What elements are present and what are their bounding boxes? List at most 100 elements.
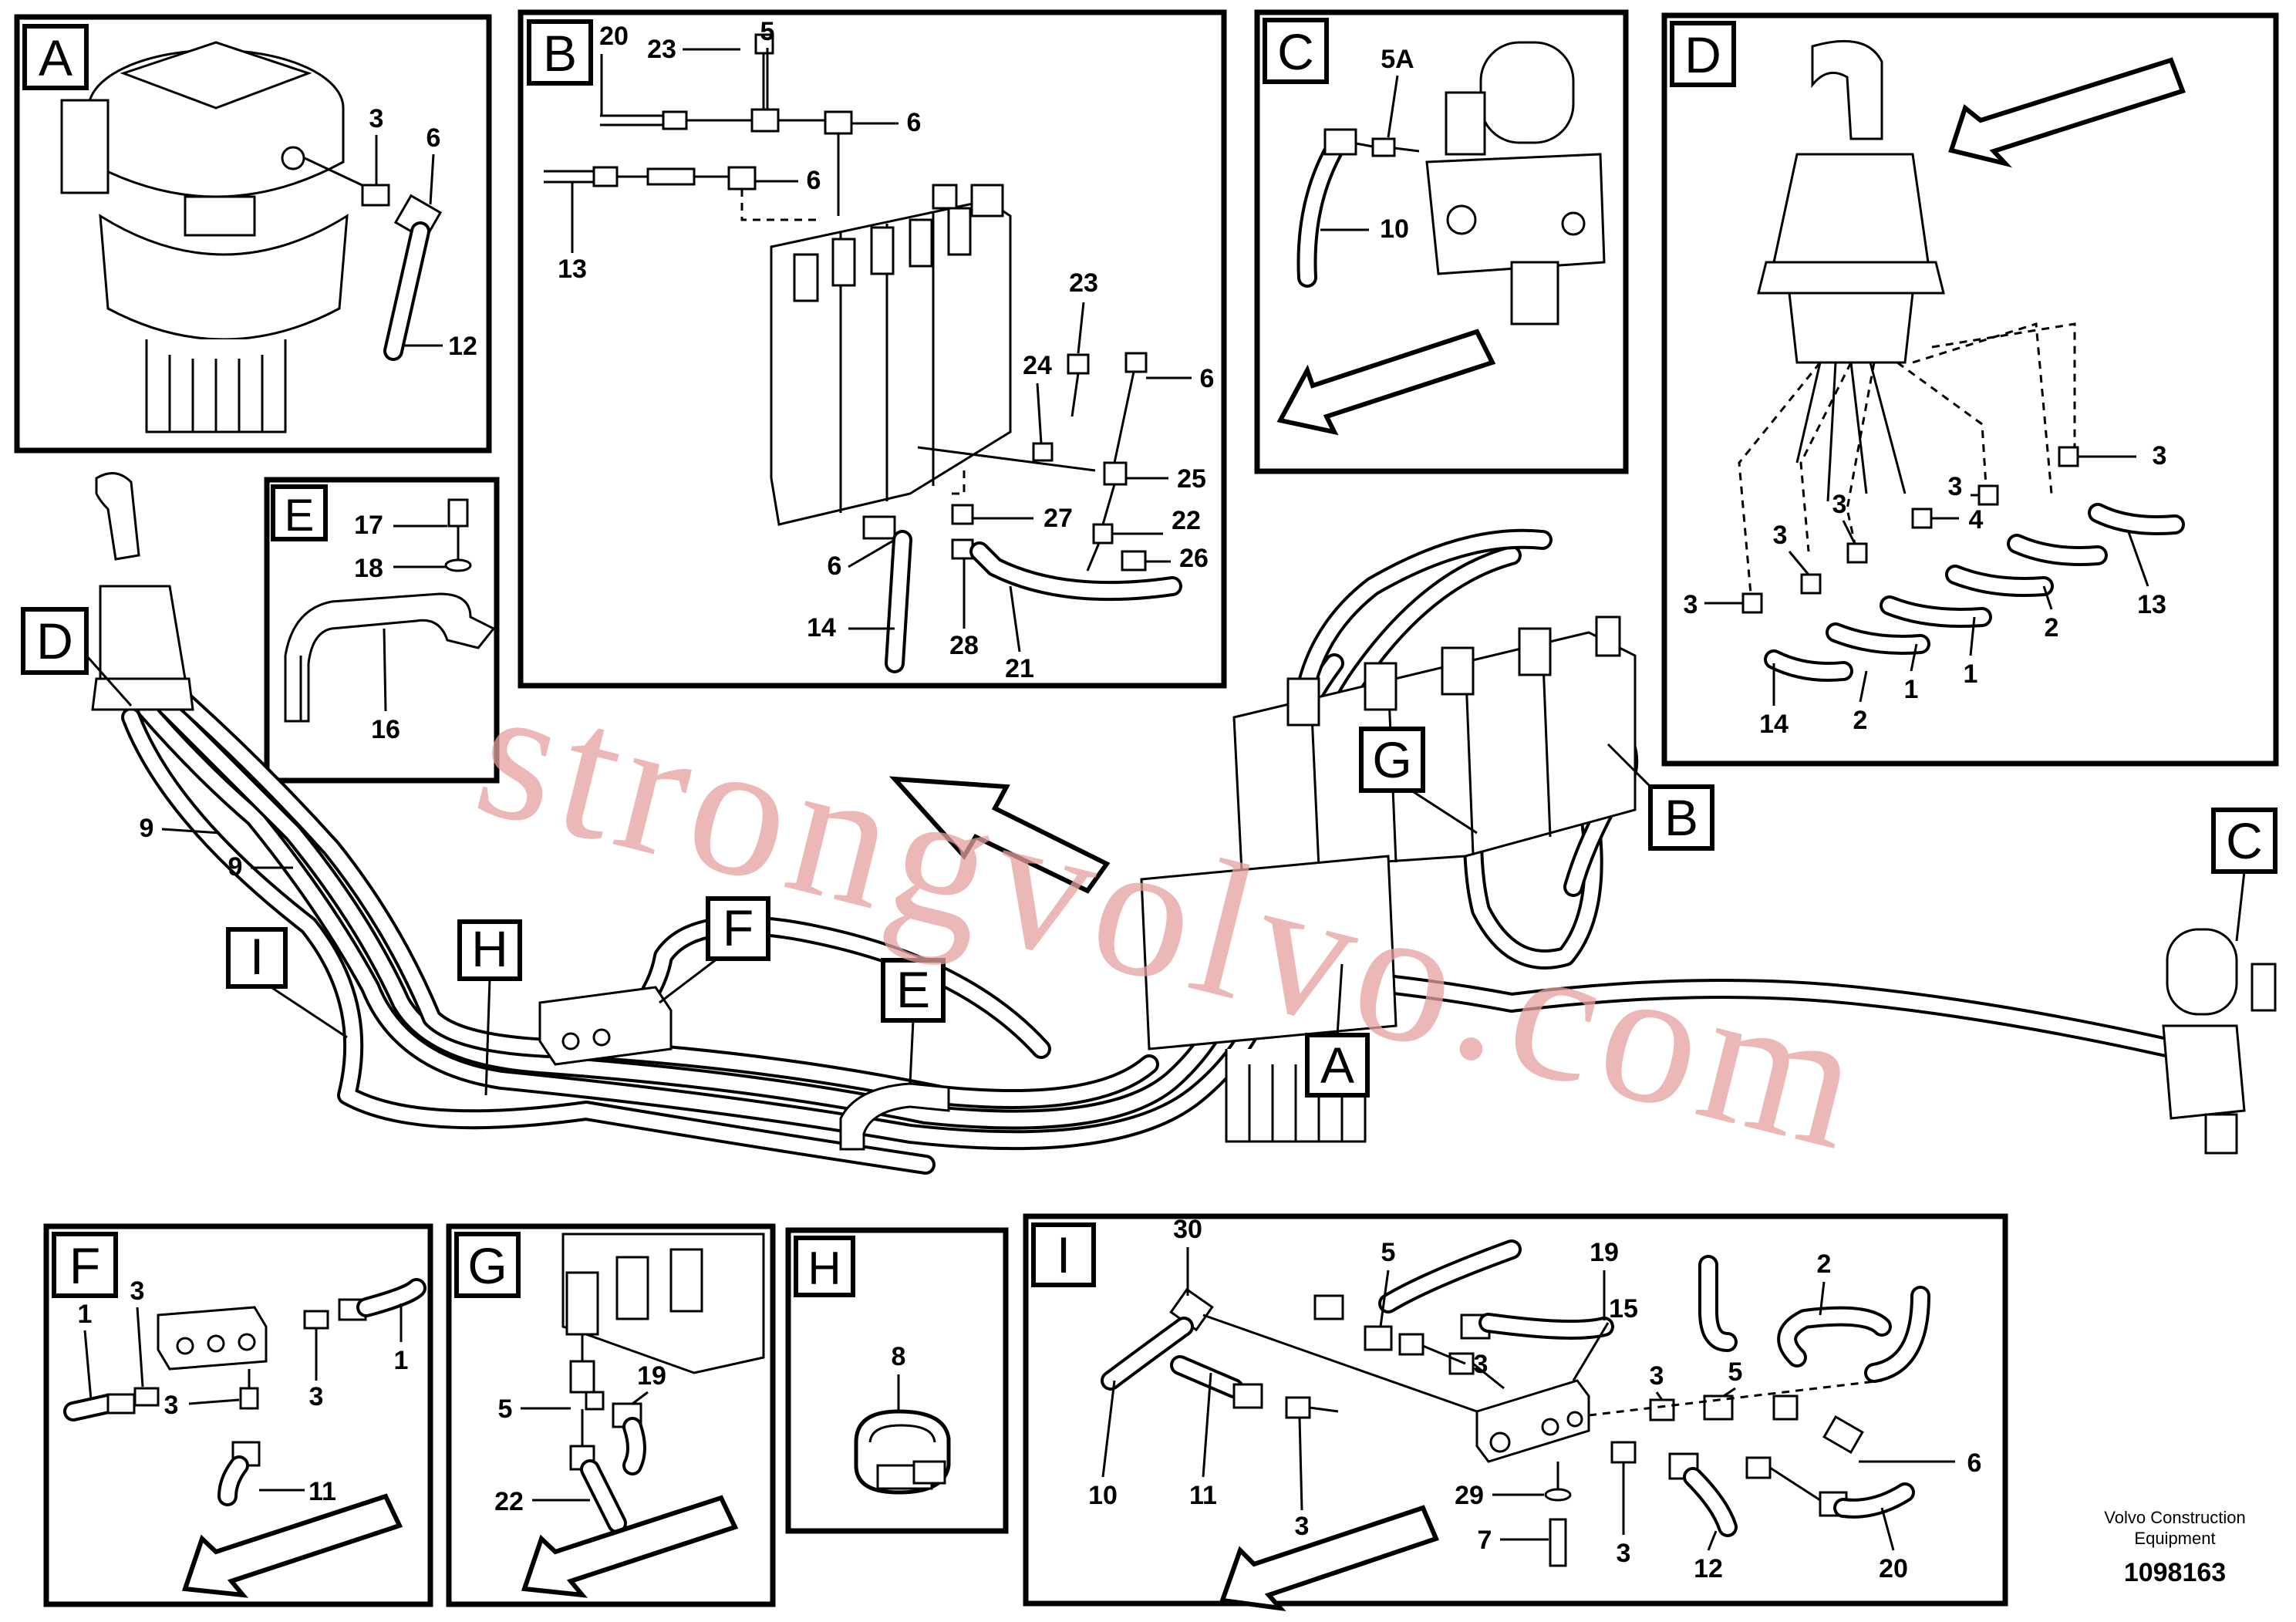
drawing-number: 1098163 — [2124, 1558, 2226, 1587]
label-i-3-d: 3 — [1617, 1539, 1631, 1568]
overview-tag-a: A — [1320, 1037, 1354, 1094]
label-a-12: 12 — [448, 332, 477, 361]
detail-panel-h: H 8 — [785, 1227, 1009, 1534]
label-d-13: 13 — [2137, 590, 2166, 619]
label-f-1-left: 1 — [78, 1300, 93, 1329]
accumulator-valve-drawing — [1425, 41, 1606, 325]
overview-tag-h: H — [471, 920, 508, 977]
footer-brand-line1: Volvo Construction — [2104, 1508, 2245, 1527]
panel-h-tag: H — [807, 1243, 841, 1294]
label-i-3-c: 3 — [1295, 1512, 1310, 1541]
overview-label-9-b: 9 — [228, 852, 243, 882]
label-a-3: 3 — [369, 104, 384, 133]
label-d-14: 14 — [1759, 710, 1789, 739]
label-g-22: 22 — [494, 1487, 524, 1516]
label-b-26: 26 — [1179, 544, 1209, 573]
label-b-23: 23 — [647, 35, 676, 64]
overview-label-9-a: 9 — [140, 814, 154, 843]
overview-joystick — [91, 472, 194, 711]
panel-d-tag: D — [1684, 26, 1721, 83]
label-f-3-mid: 3 — [164, 1391, 179, 1420]
overview-tag-d: D — [36, 612, 73, 669]
junction-block-drawing — [157, 1306, 268, 1371]
panel-e-tag: E — [285, 491, 315, 541]
label-f-11: 11 — [308, 1477, 336, 1506]
detail-panel-b: B — [518, 9, 1227, 689]
label-f-3-top: 3 — [130, 1276, 145, 1306]
label-g-19: 19 — [637, 1361, 666, 1391]
panel-a-tag: A — [39, 29, 72, 86]
label-i-11: 11 — [1189, 1481, 1217, 1510]
label-i-29: 29 — [1455, 1481, 1484, 1510]
label-i-3-b: 3 — [1650, 1361, 1664, 1391]
label-b-21: 21 — [1005, 654, 1034, 683]
joystick-hose-ends — [1741, 446, 2185, 682]
label-b-25: 25 — [1177, 464, 1206, 494]
panel-b-tag: B — [543, 25, 577, 82]
label-c-10: 10 — [1380, 214, 1409, 244]
direction-arrow-c — [1276, 329, 1496, 436]
label-e-18: 18 — [354, 554, 383, 583]
label-d-2-b: 2 — [1853, 706, 1868, 735]
label-d-3-d: 3 — [1773, 521, 1788, 550]
label-b-6-right: 6 — [1200, 364, 1215, 393]
label-i-2: 2 — [1817, 1249, 1832, 1279]
detail-panel-g: G 5 19 22 — [446, 1223, 776, 1607]
label-d-1-a: 1 — [1964, 659, 1978, 689]
label-b-6-mid: 6 — [807, 166, 821, 195]
label-f-3-right: 3 — [309, 1382, 324, 1411]
overview-direction-arrow — [888, 776, 1111, 894]
label-i-5: 5 — [1381, 1238, 1396, 1267]
label-d-3-e: 3 — [1684, 590, 1698, 619]
label-b-27: 27 — [1043, 504, 1073, 533]
label-b-13: 13 — [558, 255, 587, 284]
detail-panel-d: D — [1661, 12, 2279, 767]
label-i-19: 19 — [1590, 1238, 1619, 1267]
label-d-1-b: 1 — [1904, 675, 1919, 704]
joystick-drawing — [1757, 39, 1945, 502]
overview-assembly: D I H F E G B A C 9 9 — [21, 472, 2277, 1175]
panel-c-tag: C — [1277, 23, 1314, 80]
label-d-3-c: 3 — [1832, 490, 1847, 519]
direction-arrow-d — [1948, 57, 2186, 168]
label-b-22: 22 — [1172, 506, 1201, 535]
label-c-5a: 5A — [1381, 45, 1414, 74]
overview-tag-f: F — [723, 899, 754, 956]
direction-arrow-i — [1219, 1505, 1440, 1612]
overview-tag-i: I — [250, 928, 264, 985]
label-i-3-a: 3 — [1474, 1350, 1489, 1379]
label-b-6-top: 6 — [907, 108, 922, 137]
overview-tag-c: C — [2226, 812, 2263, 869]
label-a-6: 6 — [426, 123, 441, 153]
overview-accumulator — [2162, 928, 2277, 1155]
label-b-6-low: 6 — [828, 551, 842, 581]
label-d-2-a: 2 — [2045, 613, 2059, 642]
detail-panel-f: F 1 3 3 3 1 11 — [43, 1223, 433, 1607]
label-i-5-right: 5 — [1728, 1357, 1743, 1387]
label-b-5: 5 — [760, 17, 775, 46]
footer-brand-line2: Equipment — [2134, 1529, 2215, 1548]
overview-tag-g: G — [1372, 731, 1411, 788]
hose-clip-drawing — [854, 1409, 951, 1495]
detail-panel-i: I — [1023, 1213, 2008, 1612]
label-e-16: 16 — [371, 715, 400, 744]
pilot-junction-drawing — [1475, 1379, 1590, 1463]
label-h-8: 8 — [892, 1342, 906, 1371]
label-i-10: 10 — [1088, 1481, 1118, 1510]
clamp-drawing — [284, 498, 496, 723]
valve-section-drawing — [561, 1233, 765, 1374]
panel-i-tag: I — [1057, 1226, 1070, 1283]
label-d-3-a: 3 — [2153, 441, 2167, 470]
label-i-20: 20 — [1879, 1554, 1908, 1583]
label-e-17: 17 — [354, 511, 383, 540]
overview-tag-b: B — [1664, 789, 1698, 846]
swing-motor-drawing — [60, 41, 443, 433]
label-b-24: 24 — [1023, 351, 1052, 380]
overview-control-valve — [1232, 615, 1637, 873]
detail-panel-a: A 3 6 12 — [14, 14, 492, 454]
panel-f-tag: F — [69, 1237, 100, 1294]
control-valve-drawing — [770, 184, 1096, 526]
direction-arrow-g — [521, 1495, 739, 1598]
label-i-6: 6 — [1967, 1448, 1982, 1478]
label-i-30: 30 — [1173, 1215, 1202, 1244]
